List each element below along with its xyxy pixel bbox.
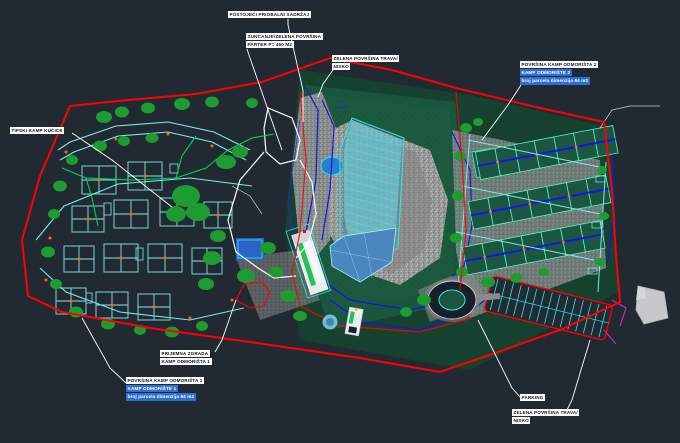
label-line: PARTER P= 450 M2 [246, 41, 294, 49]
access-roads [227, 107, 317, 279]
label-prijemna-zgrada: PRIJEMNA ZGRADA KAMP ODMORIŠTA 1 [160, 350, 212, 366]
label-line: POVRŠINA KAMP ODMORIŠTA 1 [126, 377, 204, 385]
label-line: ZELENA POVRŠINA TRAVA/ [332, 55, 400, 63]
green-service-line [61, 133, 275, 227]
label-suncanje-zelena-povrsina: SUNCANJE/ZELENA POVRŠINA PARTER P= 450 M… [246, 33, 323, 49]
label-line: SUNCANJE/ZELENA POVRŠINA [246, 33, 323, 41]
corner-building [635, 285, 669, 325]
access-roads-thin [231, 105, 660, 215]
label-line: NISKO [512, 417, 531, 425]
roundabout[interactable] [424, 278, 501, 322]
label-line: NISKO [332, 63, 351, 71]
label-tipski-kamp-kucice: TIPSKI KAMP KUĆICE [10, 127, 65, 135]
label-line-accent: broj parcela dimenzija 64 m2 [126, 393, 196, 401]
building-plaza [330, 228, 396, 282]
site-boundary-inner [235, 91, 473, 333]
label-postojeci-priobalni-sadrzaj: POSTOJEĆI PRIOBALNI SADRŽAJ [228, 11, 311, 19]
label-line-accent: KAMP ODMORIŠTE 2 [520, 69, 572, 77]
parking-bays[interactable] [484, 275, 627, 345]
label-povrsina-kamp-odmorista-1: POVRŠINA KAMP ODMORIŠTA 1 KAMP ODMORIŠTE… [126, 377, 204, 402]
label-line: ZELENA POVRŠINA TRAVA/ [512, 409, 580, 417]
site-boundary[interactable] [20, 56, 622, 374]
label-line-accent: KAMP ODMORIŠTE 1 [126, 385, 178, 393]
label-zelena-povrsina-trava-north: ZELENA POVRŠINA TRAVA/ NISKO [332, 55, 400, 71]
pool-basin [236, 238, 264, 260]
label-line: KAMP ODMORIŠTA 1 [160, 358, 212, 366]
reception-building[interactable] [285, 223, 332, 299]
label-povrsina-kamp-odmorista-2: POVRŠINA KAMP ODMORIŠTA 2 KAMP ODMORIŠTE… [520, 61, 598, 86]
central-building[interactable] [329, 117, 405, 283]
scale-card[interactable] [344, 306, 364, 337]
service-kiosks [85, 163, 179, 304]
label-parking: PARKING [520, 394, 545, 402]
north-marker[interactable] [322, 314, 338, 330]
label-zelena-povrsina-trava-south: ZELENA POVRŠINA TRAVA/ NISKO [512, 409, 580, 425]
camp2-row-3 [461, 220, 606, 276]
label-line: POVRŠINA KAMP ODMORIŠTA 2 [520, 61, 598, 69]
label-line-accent: broj parcela dimenzija 64 m2 [520, 77, 590, 85]
label-line: PRIJEMNA ZGRADA [160, 350, 210, 358]
